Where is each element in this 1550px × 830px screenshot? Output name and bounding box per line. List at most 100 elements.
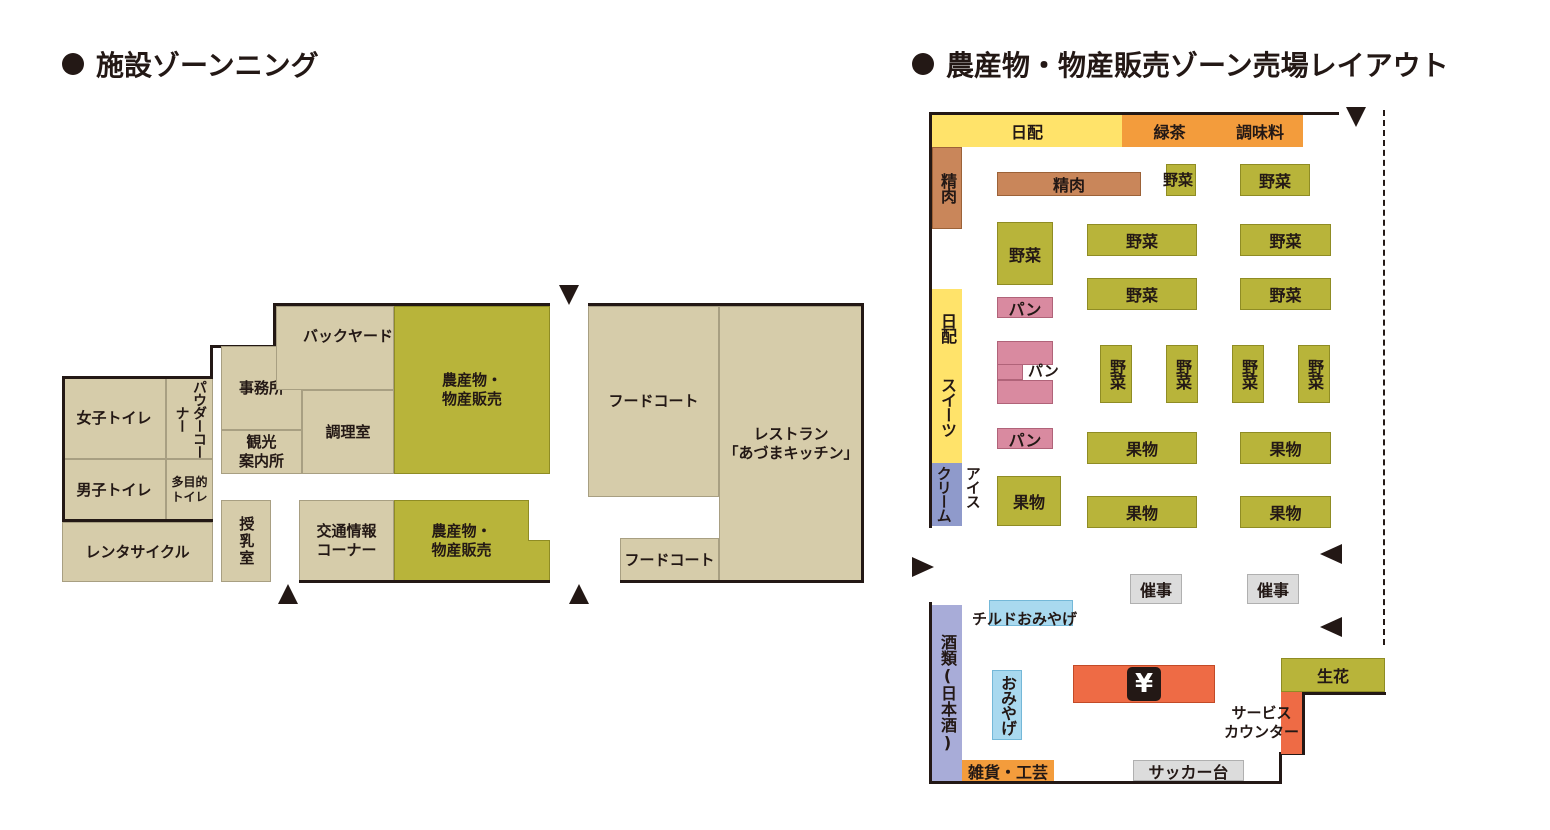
- shelf-label: おみやげ: [998, 675, 1017, 735]
- shelf-meat-center: 精肉: [997, 172, 1141, 196]
- room-produce-sales-north: 農産物・ 物産販売: [394, 306, 550, 474]
- room-label: レンタサイクル: [85, 542, 190, 561]
- room-label: レストラン 「あづまキッチン」: [723, 425, 859, 462]
- shelf-vegetables-vertical: 野菜: [1232, 345, 1264, 403]
- shelf-vegetables: 野菜: [1240, 164, 1310, 196]
- shelf-label: 果物: [1012, 493, 1045, 512]
- shelf-vegetables-vertical: 野菜: [1100, 345, 1132, 403]
- ice-cream-label-1: アイス: [963, 466, 982, 508]
- event-space: 催事: [1130, 574, 1182, 604]
- shelf-label: 果物: [1269, 504, 1302, 523]
- shelf-meat-wall: 精肉: [932, 147, 962, 229]
- room-label: 女子トイレ: [76, 409, 152, 428]
- shelf-label: 野菜: [1008, 245, 1041, 265]
- entrance-arrow-icon: [569, 584, 589, 604]
- shelf-label: 野菜: [1125, 232, 1158, 251]
- wall: [1302, 692, 1386, 695]
- wall: [299, 580, 550, 583]
- service-counter: [1281, 692, 1302, 754]
- shelf-label: 日配: [938, 313, 957, 343]
- shelf-bread: [997, 341, 1053, 365]
- shelf-label: 日配: [1010, 123, 1043, 142]
- shelf-label: 果物: [1125, 504, 1158, 523]
- room-label: フードコート: [608, 392, 699, 411]
- bread-label: パン: [1028, 362, 1059, 380]
- wall: [273, 303, 276, 348]
- glass-wall-dashed-line: [1383, 110, 1385, 645]
- room-label: 多目的 トイレ: [171, 475, 208, 504]
- room-womens-toilet: 女子トイレ: [62, 378, 166, 459]
- shelf-label: 調味料: [1235, 123, 1284, 142]
- entrance-arrow-icon: [278, 584, 298, 604]
- shelf-vegetables: 野菜: [997, 222, 1053, 285]
- room-multi-toilet: 多目的 トイレ: [166, 459, 213, 521]
- room-food-court-small: フードコート: [620, 538, 719, 582]
- shelf-ice-cream: [932, 463, 962, 526]
- shelf-seasoning: 調味料: [1217, 115, 1303, 147]
- wall: [588, 303, 864, 306]
- shelf-bread: パン: [997, 297, 1053, 319]
- shelf-fruit: 果物: [1240, 496, 1331, 528]
- shelf-label: 催事: [1139, 581, 1172, 600]
- shelf-green-tea: 緑茶: [1122, 115, 1217, 147]
- register-counter: ¥: [1073, 665, 1215, 703]
- wall: [210, 345, 213, 379]
- shelf-label: 催事: [1256, 581, 1289, 600]
- shelf-vegetables: 野菜: [1087, 278, 1197, 310]
- shelf-fruit: 果物: [997, 476, 1061, 526]
- entrance-arrow-icon: [1320, 544, 1342, 564]
- shelf-fruit: 果物: [1087, 496, 1197, 528]
- yen-icon: ¥: [1127, 667, 1161, 701]
- shelf-fruit: 果物: [1240, 432, 1331, 464]
- room-produce-sales-south: 農産物・ 物産販売: [394, 500, 529, 582]
- layout-title: 農産物・物産販売ゾーン売場レイアウト: [912, 44, 1449, 84]
- entrance-arrow-icon: [1320, 617, 1342, 637]
- shelf-souvenir: おみやげ: [992, 670, 1022, 740]
- shelf-label: 生花: [1316, 667, 1349, 686]
- shelf-label: 野菜: [1173, 359, 1192, 389]
- room-food-court-main: フードコート: [588, 306, 719, 497]
- bullet-icon: [912, 53, 934, 75]
- event-space: 催事: [1247, 574, 1299, 604]
- shelf-vegetables: 野菜: [1240, 278, 1331, 310]
- shelf-vegetables: [1166, 164, 1196, 196]
- entrance-arrow-icon: [1346, 107, 1366, 127]
- room-label: バックヤード: [303, 327, 394, 345]
- shelf-flowers: 生花: [1281, 658, 1385, 692]
- shelf-label: 野菜: [1125, 286, 1158, 305]
- room-label: 農産物・ 物産販売: [431, 522, 492, 559]
- room-label: 観光 案内所: [238, 433, 284, 470]
- vegetables-label: 野菜: [1163, 171, 1194, 189]
- room-tourist-info: 観光 案内所: [221, 430, 302, 474]
- wall: [929, 112, 1339, 115]
- room-label: 調理室: [325, 422, 371, 441]
- shelf-label: 果物: [1269, 440, 1302, 459]
- shelf-label: 野菜: [1305, 359, 1324, 389]
- room-backyard: バックヤード: [276, 306, 394, 390]
- wall: [62, 376, 65, 522]
- room-label: パウダーコーナー: [173, 379, 208, 458]
- entrance-arrow-icon: [559, 285, 579, 305]
- zoning-title: 施設ゾーンニング: [62, 44, 319, 84]
- shelf-vegetables-vertical: 野菜: [1166, 345, 1198, 403]
- wall: [929, 112, 932, 528]
- shelf-label: 精肉: [938, 173, 957, 203]
- room-label: 授乳室: [237, 515, 256, 567]
- ice-cream-label-2: クリーム: [934, 466, 953, 522]
- room-powder-corner: パウダーコーナー: [166, 378, 213, 459]
- room-rental-cycle: レンタサイクル: [62, 522, 213, 582]
- shelf-label: 酒類(日本酒): [938, 634, 957, 752]
- wall: [861, 303, 864, 583]
- wall: [62, 519, 213, 522]
- service-counter-label: サービス カウンター: [1224, 704, 1300, 741]
- room-mens-toilet: 男子トイレ: [62, 459, 166, 521]
- shelf-label: 果物: [1125, 440, 1158, 459]
- wall: [62, 376, 213, 379]
- entrance-arrow-icon: [912, 557, 934, 577]
- sacker-table: サッカー台: [1133, 760, 1244, 782]
- room-label: 事務所: [238, 378, 284, 397]
- room-label: フードコート: [624, 550, 715, 569]
- shelf-fruit: 果物: [1087, 432, 1197, 464]
- shelf-bread: [997, 365, 1023, 380]
- shelf-vegetables-vertical: 野菜: [1298, 345, 1330, 403]
